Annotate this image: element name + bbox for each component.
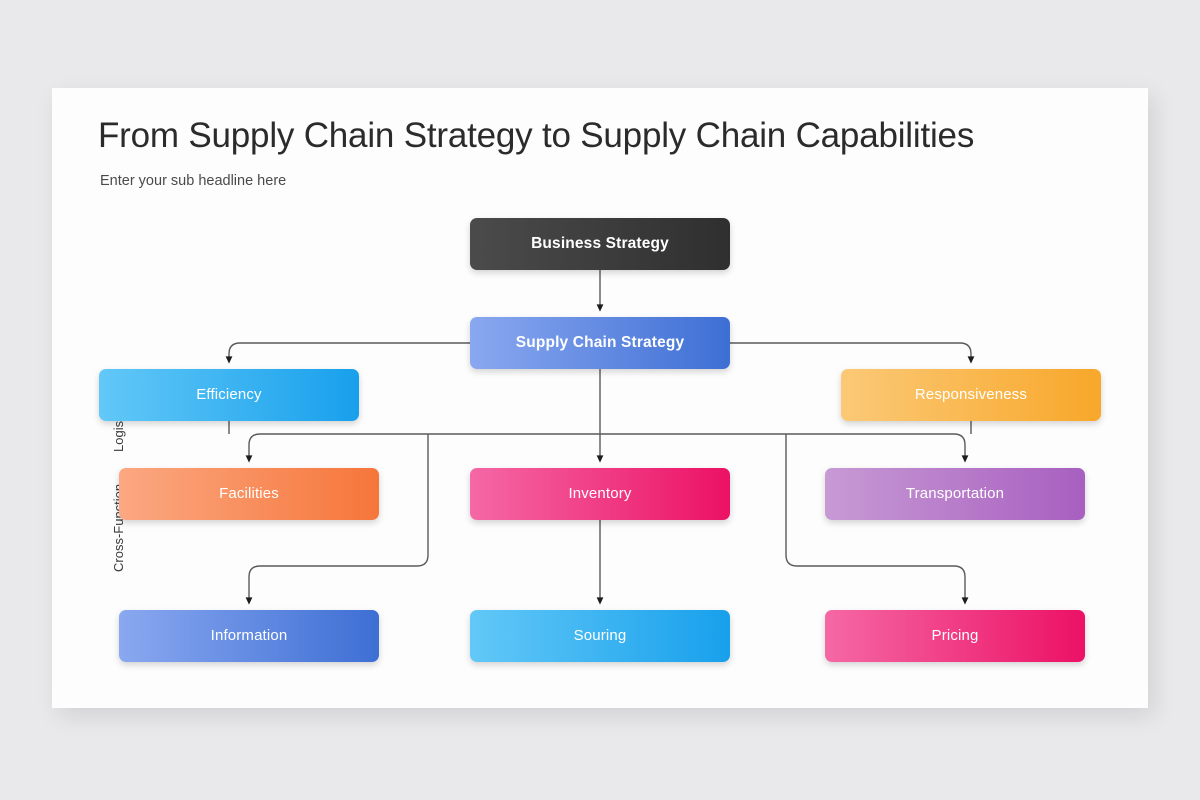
node-label: Business Strategy <box>531 234 669 252</box>
node-efficiency[interactable]: Efficiency <box>99 369 359 421</box>
node-label: Pricing <box>931 627 979 644</box>
node-label: Information <box>210 627 288 644</box>
node-facilities[interactable]: Facilities <box>119 468 379 520</box>
node-label: Transportation <box>905 485 1005 502</box>
node-label: Responsiveness <box>914 386 1028 403</box>
node-pricing[interactable]: Pricing <box>825 610 1085 662</box>
node-label: Efficiency <box>196 386 262 403</box>
page-title: From Supply Chain Strategy to Supply Cha… <box>98 116 975 155</box>
node-business-strategy[interactable]: Business Strategy <box>470 218 730 270</box>
node-label: Supply Chain Strategy <box>515 333 685 351</box>
node-information[interactable]: Information <box>119 610 379 662</box>
node-responsiveness[interactable]: Responsiveness <box>841 369 1101 421</box>
node-inventory[interactable]: Inventory <box>470 468 730 520</box>
node-label: Inventory <box>568 485 632 502</box>
node-supply-chain-strategy[interactable]: Supply Chain Strategy <box>470 317 730 369</box>
node-souring[interactable]: Souring <box>470 610 730 662</box>
node-label: Souring <box>573 627 627 644</box>
node-transportation[interactable]: Transportation <box>825 468 1085 520</box>
page-subtitle: Enter your sub headline here <box>100 173 287 189</box>
node-label: Facilities <box>219 485 279 502</box>
